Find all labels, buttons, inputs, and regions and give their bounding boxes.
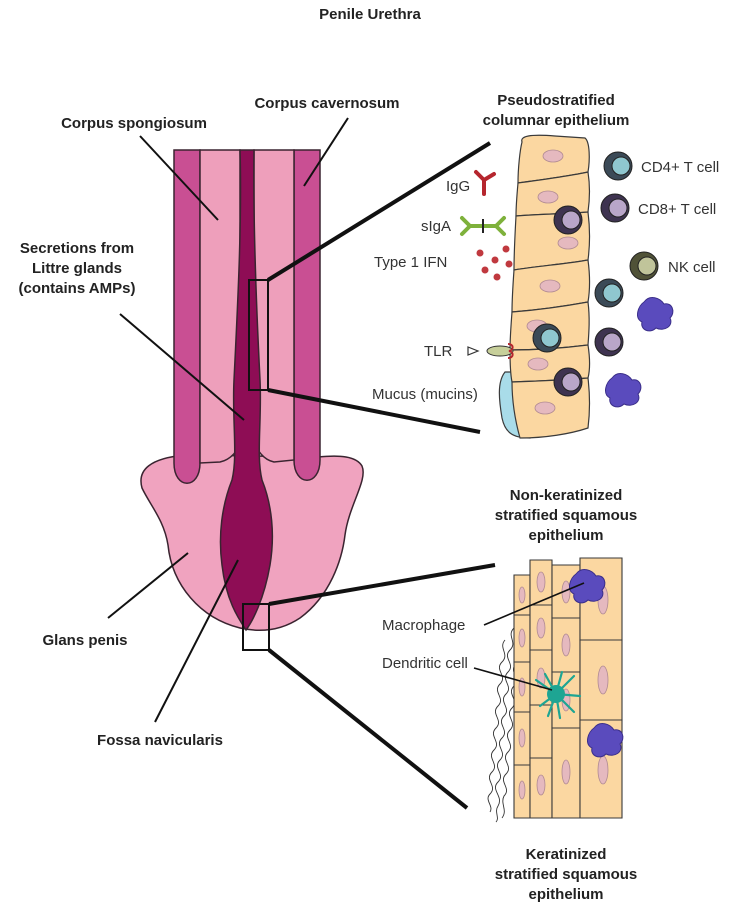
type1-ifn-molecules — [477, 246, 513, 281]
label-fossa-navicularis: Fossa navicularis — [97, 732, 223, 749]
macrophage-blob — [606, 374, 641, 407]
label-secretions-1: Secretions from — [20, 240, 134, 257]
label-cd4: CD4+ T cell — [641, 159, 719, 176]
lower-heading-1: Non-keratinized — [510, 487, 623, 504]
cell-nucleus — [558, 237, 578, 249]
leader-glans — [108, 553, 188, 618]
lower-footer-1: Keratinized — [526, 846, 607, 863]
cd8-t-cell — [554, 368, 582, 396]
cell-nucleus — [519, 781, 525, 799]
lower-heading-3: epithelium — [528, 527, 603, 544]
cell-nucleus — [538, 191, 558, 203]
cell-nucleus — [543, 150, 563, 162]
macrophage-blob — [638, 298, 673, 331]
label-igg: IgG — [446, 178, 470, 195]
label-glans-penis: Glans penis — [42, 632, 127, 649]
cell-nucleus — [528, 358, 548, 370]
corpus-cavernosum-right — [294, 150, 320, 480]
cell-nucleus — [562, 760, 570, 784]
nk-cell-legend — [630, 252, 658, 280]
lymphocyte-cd8-legend — [601, 194, 629, 222]
upper-heading-2: columnar epithelium — [483, 112, 630, 129]
lymphocyte-cd4-legend — [604, 152, 632, 180]
tlr-receptor-icon — [468, 344, 513, 358]
cd4-t-cell — [533, 324, 561, 352]
corpus-cavernosum-left — [174, 150, 200, 483]
label-secretions-3: (contains AMPs) — [19, 280, 136, 297]
cell-nucleus — [540, 280, 560, 292]
diagram-title: Penile Urethra — [319, 6, 421, 23]
label-nk: NK cell — [668, 259, 716, 276]
cd8-t-cell — [595, 328, 623, 356]
cell-nucleus — [598, 666, 608, 694]
cell-nucleus — [519, 729, 525, 747]
label-siga: sIgA — [421, 218, 451, 235]
upper-heading-1: Pseudostratified — [497, 92, 615, 109]
cell-nucleus — [537, 618, 545, 638]
cell-nucleus — [562, 634, 570, 656]
label-secretions-2: Littre glands — [32, 260, 122, 277]
cell-nucleus — [519, 629, 525, 647]
label-cd8: CD8+ T cell — [638, 201, 716, 218]
label-corpus-cavernosum: Corpus cavernosum — [254, 95, 399, 112]
cell-nucleus — [535, 402, 555, 414]
lower-footer-2: stratified squamous — [495, 866, 638, 883]
igg-antibody-icon — [476, 172, 494, 194]
zoom-line-lower-bottom — [269, 650, 467, 808]
label-type1-ifn: Type 1 IFN — [374, 254, 447, 271]
stratified-squamous-epithelium — [474, 558, 623, 822]
label-tlr: TLR — [424, 343, 453, 360]
label-dendritic-cell: Dendritic cell — [382, 655, 468, 672]
lower-footer-3: epithelium — [528, 886, 603, 903]
lower-heading-2: stratified squamous — [495, 507, 638, 524]
cell-nucleus — [598, 756, 608, 784]
dendritic-cell-body — [547, 685, 565, 703]
cell-nucleus — [537, 775, 545, 795]
cd8-t-cell — [554, 206, 582, 234]
label-mucus: Mucus (mucins) — [372, 386, 478, 403]
label-macrophage: Macrophage — [382, 617, 465, 634]
cell-nucleus — [519, 587, 525, 603]
label-corpus-spongiosum: Corpus spongiosum — [61, 115, 207, 132]
pseudostratified-epithelium — [462, 135, 673, 438]
cd4-t-cell — [595, 279, 623, 307]
cell-nucleus — [537, 572, 545, 592]
